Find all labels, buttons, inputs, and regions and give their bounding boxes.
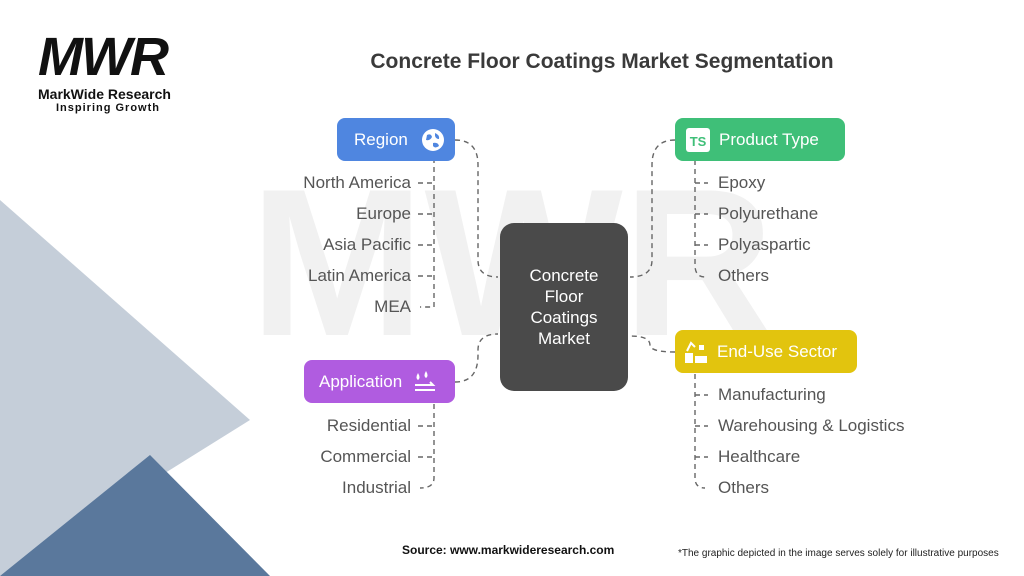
logo-name: MarkWide Research [38, 86, 171, 102]
center-line: Floor [544, 287, 584, 306]
logo-mark: MWR [38, 27, 169, 87]
end-use-label: End-Use Sector [717, 341, 837, 361]
center-line: Market [538, 329, 590, 348]
region-pill: Region [337, 118, 455, 161]
end-use-item: Others [718, 478, 770, 497]
decor-triangle-dark [0, 455, 270, 576]
center-node: Concrete Floor Coatings Market [500, 223, 628, 391]
end-use-item: Manufacturing [718, 385, 826, 404]
application-item: Industrial [342, 478, 411, 497]
page-title: Concrete Floor Coatings Market Segmentat… [370, 50, 834, 73]
ts-badge-icon: TS [685, 127, 711, 153]
product-type-item: Others [718, 266, 770, 285]
water-drops-icon [412, 369, 438, 395]
product-type-item: Polyaspartic [718, 235, 811, 254]
application-item: Residential [326, 416, 411, 435]
svg-text:TS: TS [690, 134, 707, 149]
region-item: MEA [374, 297, 411, 316]
end-use-item: Healthcare [718, 447, 801, 466]
application-pill: Application [304, 360, 455, 403]
region-item: Latin America [308, 266, 411, 285]
application-label: Application [319, 371, 403, 391]
center-line: Coatings [530, 308, 598, 327]
disclaimer-note: *The graphic depicted in the image serve… [678, 548, 999, 559]
globe-icon [420, 127, 446, 153]
decor-triangle-light [0, 200, 250, 576]
product-type-label: Product Type [719, 129, 819, 149]
region-item: Asia Pacific [323, 235, 411, 254]
center-line: Concrete [529, 266, 599, 285]
source-note: Source: www.markwideresearch.com [402, 543, 615, 557]
region-item: North America [303, 173, 411, 192]
end-use-item: Warehousing & Logistics [718, 416, 905, 435]
product-type-pill: TS Product Type [675, 118, 845, 161]
brand-logo: MWR MarkWide Research Inspiring Growth [38, 30, 198, 115]
end-use-pill: End-Use Sector [675, 330, 857, 373]
product-type-item: Epoxy [718, 173, 766, 192]
factory-icon [683, 339, 709, 365]
region-label: Region [354, 129, 408, 149]
region-item: Europe [356, 204, 411, 223]
logo-tagline: Inspiring Growth [56, 102, 160, 114]
connector-lines [418, 139, 708, 489]
product-type-item: Polyurethane [718, 204, 819, 223]
application-item: Commercial [320, 447, 411, 466]
